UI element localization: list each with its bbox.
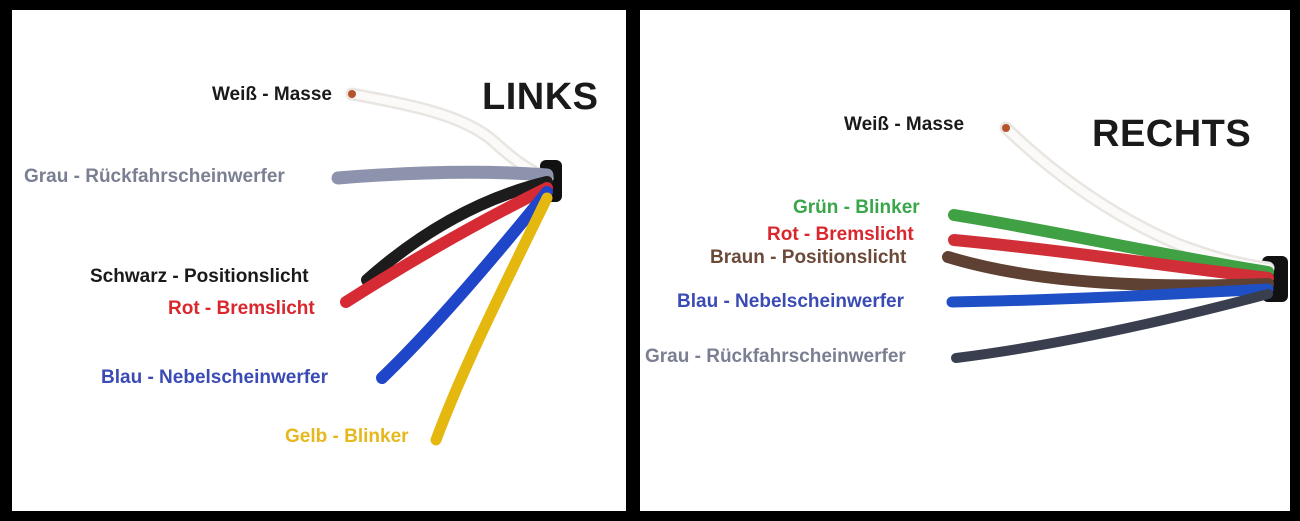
label-rot-bremslicht: Rot - Bremslicht bbox=[767, 224, 914, 245]
label-blau-nebelscheinwerfer: Blau - Nebelscheinwerfer bbox=[101, 367, 329, 388]
wire-grau bbox=[951, 289, 1273, 363]
label-weiss-masse: Weiß - Masse bbox=[211, 84, 332, 105]
label-gelb-blinker: Gelb - Blinker bbox=[285, 426, 409, 447]
wiring-diagram-rechts bbox=[942, 121, 1288, 363]
label-grau-rueckfahrscheinwerfer: Grau - Rückfahrscheinwerfer bbox=[645, 346, 906, 367]
wire-schwarz bbox=[361, 176, 553, 286]
wire-blau bbox=[946, 283, 1274, 308]
panel-title: LINKS bbox=[482, 76, 599, 118]
wire-braun bbox=[942, 251, 1274, 292]
wire-gruen bbox=[948, 209, 1274, 278]
wire-rot bbox=[340, 182, 553, 308]
wire-gelb bbox=[430, 192, 553, 446]
label-rot-bremslicht: Rot - Bremslicht bbox=[168, 298, 315, 319]
panel-links: LINKS Weiß - Masse Grau - Rückfahrschein… bbox=[12, 10, 626, 511]
copper-core bbox=[1002, 124, 1010, 132]
wiring-diagram-links bbox=[331, 87, 562, 446]
label-grau-rueckfahrscheinwerfer: Grau - Rückfahrscheinwerfer bbox=[24, 166, 285, 187]
wire-rot bbox=[948, 234, 1274, 284]
wire-blau bbox=[376, 186, 553, 384]
copper-core bbox=[348, 90, 356, 98]
panel-rechts: RECHTS Weiß - Masse Grün - Blinker Rot -… bbox=[640, 10, 1290, 511]
label-schwarz-positionslicht: Schwarz - Positionslicht bbox=[90, 266, 309, 287]
wire-grau bbox=[331, 165, 554, 185]
label-weiss-masse: Weiß - Masse bbox=[844, 114, 965, 135]
panel-title: RECHTS bbox=[1092, 113, 1252, 155]
label-blau-nebelscheinwerfer: Blau - Nebelscheinwerfer bbox=[677, 291, 905, 312]
label-braun-positionslicht: Braun - Positionslicht bbox=[710, 247, 907, 268]
label-gruen-blinker: Grün - Blinker bbox=[793, 197, 920, 218]
